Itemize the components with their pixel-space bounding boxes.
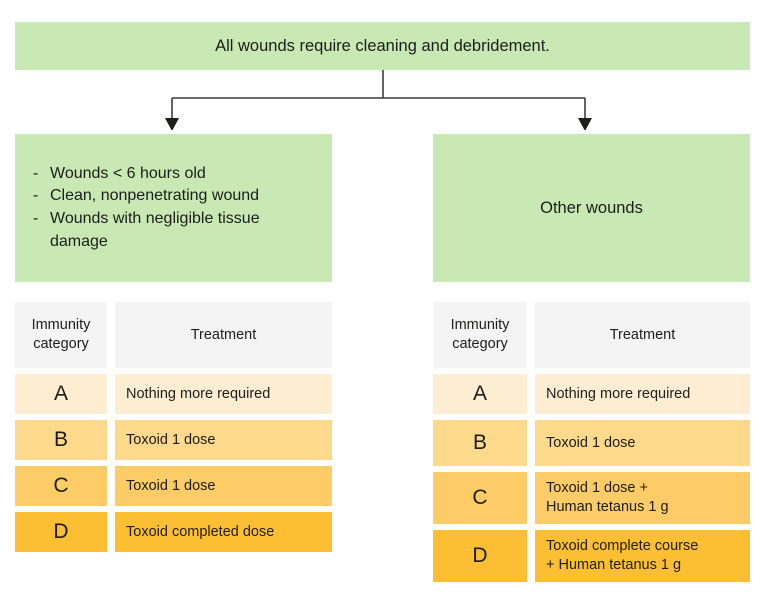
table-row-category: B: [15, 420, 107, 460]
treatment-line: Toxoid complete course: [546, 538, 699, 555]
arrow-head-left-icon: [165, 118, 179, 130]
right-treatment-table: Immunity category Treatment A Nothing mo…: [433, 302, 750, 582]
right-criteria-label: Other wounds: [540, 198, 643, 217]
table-row-category: A: [15, 374, 107, 414]
bullet-dash-icon: -: [33, 164, 39, 182]
top-statement-text: All wounds require cleaning and debridem…: [215, 36, 550, 55]
table-row-category: D: [433, 530, 527, 582]
table-row-treatment: Nothing more required: [535, 374, 750, 414]
column-header-immunity-category: Immunity category: [15, 302, 107, 368]
table-row-treatment: Toxoid 1 dose: [115, 466, 332, 506]
list-item: - Wounds with negligible tissue damage: [33, 208, 318, 253]
treatment-line: + Human tetanus 1 g: [546, 557, 682, 573]
column-header-treatment: Treatment: [115, 302, 332, 368]
column-header-treatment: Treatment: [535, 302, 750, 368]
list-item-label: Wounds < 6 hours old: [50, 164, 206, 182]
treatment-line: Human tetanus 1 g: [546, 499, 669, 515]
table-row-treatment: Toxoid 1 dose: [115, 420, 332, 460]
list-item: - Wounds < 6 hours old: [33, 163, 318, 186]
arrow-head-right-icon: [578, 118, 592, 130]
table-row-category: B: [433, 420, 527, 466]
bullet-dash-icon: -: [33, 187, 39, 205]
left-criteria-list: - Wounds < 6 hours old - Clean, nonpenet…: [33, 163, 318, 254]
list-item-label: Wounds with negligible tissue damage: [50, 210, 260, 250]
table-row-category: C: [433, 472, 527, 524]
table-row-treatment: Nothing more required: [115, 374, 332, 414]
table-row-treatment: Toxoid completed dose: [115, 512, 332, 552]
table-row-treatment: Toxoid 1 dose + Human tetanus 1 g: [535, 472, 750, 524]
list-item: - Clean, nonpenetrating wound: [33, 185, 318, 208]
left-criteria-box: - Wounds < 6 hours old - Clean, nonpenet…: [15, 134, 332, 282]
left-treatment-table: Immunity category Treatment A Nothing mo…: [15, 302, 332, 552]
bullet-dash-icon: -: [33, 210, 39, 227]
top-statement-box: All wounds require cleaning and debridem…: [15, 22, 750, 70]
table-row-treatment: Toxoid 1 dose: [535, 420, 750, 466]
table-row-category: A: [433, 374, 527, 414]
branch-connector: [165, 70, 592, 130]
table-row-category: D: [15, 512, 107, 552]
treatment-line: Toxoid 1 dose +: [546, 480, 648, 497]
right-criteria-box: Other wounds: [433, 134, 750, 282]
table-row-category: C: [15, 466, 107, 506]
list-item-label: Clean, nonpenetrating wound: [50, 187, 260, 205]
table-row-treatment: Toxoid complete course + Human tetanus 1…: [535, 530, 750, 582]
column-header-immunity-category: Immunity category: [433, 302, 527, 368]
